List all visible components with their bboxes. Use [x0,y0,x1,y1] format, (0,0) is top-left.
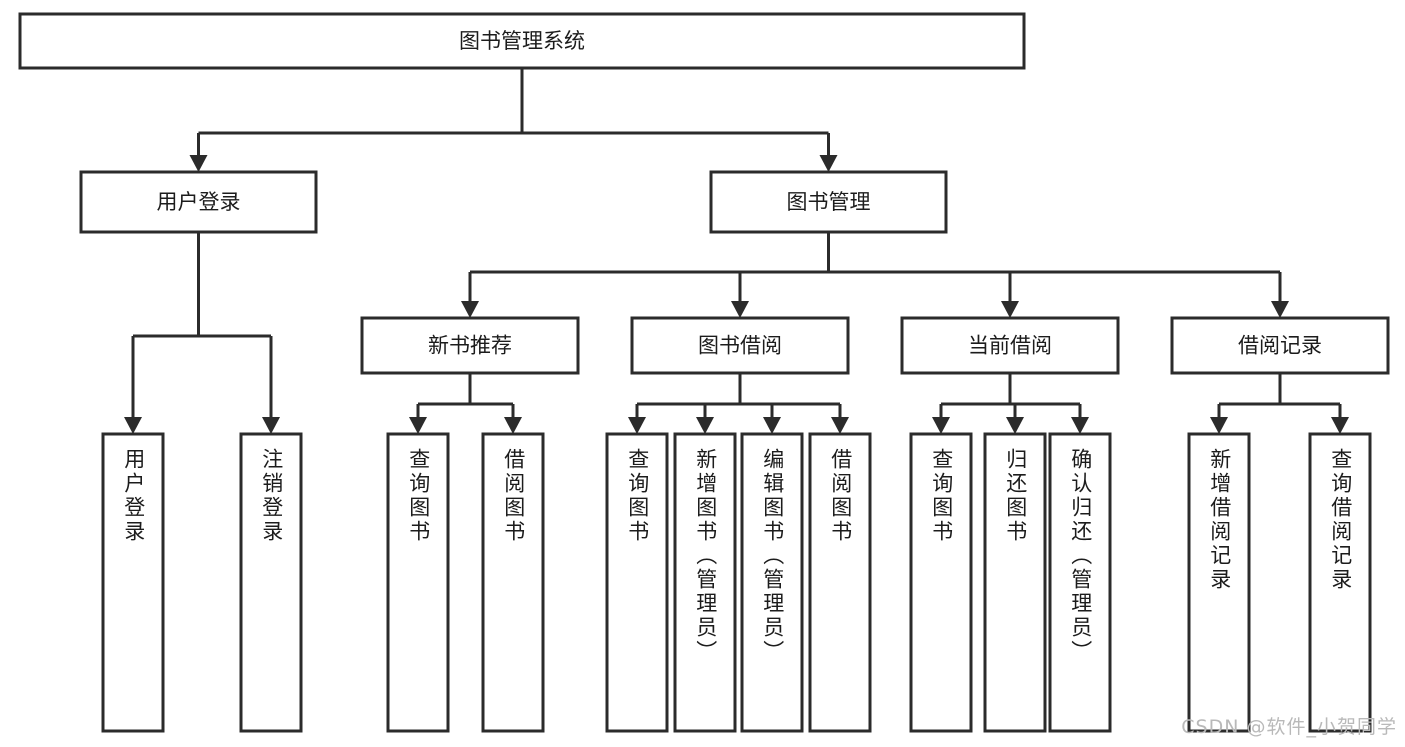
node-borrow-record[interactable]: 借阅记录 [1170,316,1390,375]
arrow-head-current-return-book [1006,417,1024,434]
arrow-head-borrow-add-book [696,417,714,434]
node-box-borrow-record[interactable] [1170,316,1390,375]
arrow-head-user-logout-leaf [262,417,280,434]
node-box-user-login[interactable] [79,170,318,234]
arrow-head-book-borrow [731,301,749,318]
node-label-current-borrow: 当前借阅 [968,334,1052,358]
node-box-borrow-borrow-book[interactable] [808,432,872,733]
arrow-head-book-management [819,155,838,172]
node-box-new-book-recommend[interactable] [360,316,580,375]
connector-layer [124,68,1349,434]
node-user-logout-leaf[interactable] [239,432,303,733]
node-box-user-logout-leaf[interactable] [239,432,303,733]
node-label-borrow-record: 借阅记录 [1238,334,1322,358]
arrow-head-current-confirm-return [1071,417,1089,434]
node-box-current-borrow[interactable] [900,316,1120,375]
node-borrow-add-book[interactable] [673,432,737,733]
node-current-confirm-return[interactable] [1048,432,1112,733]
node-box-user-login-leaf[interactable] [101,432,165,733]
arrow-head-current-borrow [1001,301,1019,318]
node-new-book-recommend[interactable]: 新书推荐 [360,316,580,375]
watermark-text: CSDN @软件_小贺同学 [1181,716,1397,738]
arrow-head-borrow-query-book [628,417,646,434]
node-current-return-book[interactable] [983,432,1047,733]
node-box-current-return-book[interactable] [983,432,1047,733]
arrow-head-user-login-leaf [124,417,142,434]
node-box-record-query[interactable] [1308,432,1372,733]
node-borrow-edit-book[interactable] [740,432,804,733]
arrow-head-user-login [189,155,208,172]
node-current-query-book[interactable] [909,432,973,733]
arrow-head-borrow-borrow-book [831,417,849,434]
node-box-root[interactable] [18,12,1026,70]
arrow-head-borrow-record [1271,301,1289,318]
node-user-login-leaf[interactable] [101,432,165,733]
node-box-borrow-edit-book[interactable] [740,432,804,733]
node-label-book-management: 图书管理 [787,190,871,214]
node-borrow-query-book[interactable] [605,432,669,733]
node-box-book-borrow[interactable] [630,316,850,375]
node-borrow-borrow-book[interactable] [808,432,872,733]
node-box-recommend-borrow-book[interactable] [481,432,545,733]
node-recommend-query-book[interactable] [386,432,450,733]
node-record-add[interactable] [1187,432,1251,733]
node-label-book-borrow: 图书借阅 [698,334,782,358]
node-book-management[interactable]: 图书管理 [709,170,948,234]
arrow-head-current-query-book [932,417,950,434]
node-record-query[interactable] [1308,432,1372,733]
node-label-new-book-recommend: 新书推荐 [428,334,512,358]
arrow-head-new-book-recommend [461,301,479,318]
node-user-login[interactable]: 用户登录 [79,170,318,234]
node-box-borrow-query-book[interactable] [605,432,669,733]
arrow-head-borrow-edit-book [763,417,781,434]
node-box-book-management[interactable] [709,170,948,234]
arrow-head-recommend-borrow-book [504,417,522,434]
node-box-current-query-book[interactable] [909,432,973,733]
node-book-borrow[interactable]: 图书借阅 [630,316,850,375]
arrow-head-recommend-query-book [409,417,427,434]
node-box-borrow-add-book[interactable] [673,432,737,733]
node-current-borrow[interactable]: 当前借阅 [900,316,1120,375]
arrow-head-record-add [1210,417,1228,434]
node-box-current-confirm-return[interactable] [1048,432,1112,733]
arrow-head-record-query [1331,417,1349,434]
node-label-user-login: 用户登录 [157,190,241,214]
node-label-root: 图书管理系统 [459,29,585,53]
node-root[interactable]: 图书管理系统 [18,12,1026,70]
node-box-record-add[interactable] [1187,432,1251,733]
node-box-recommend-query-book[interactable] [386,432,450,733]
node-recommend-borrow-book[interactable] [481,432,545,733]
